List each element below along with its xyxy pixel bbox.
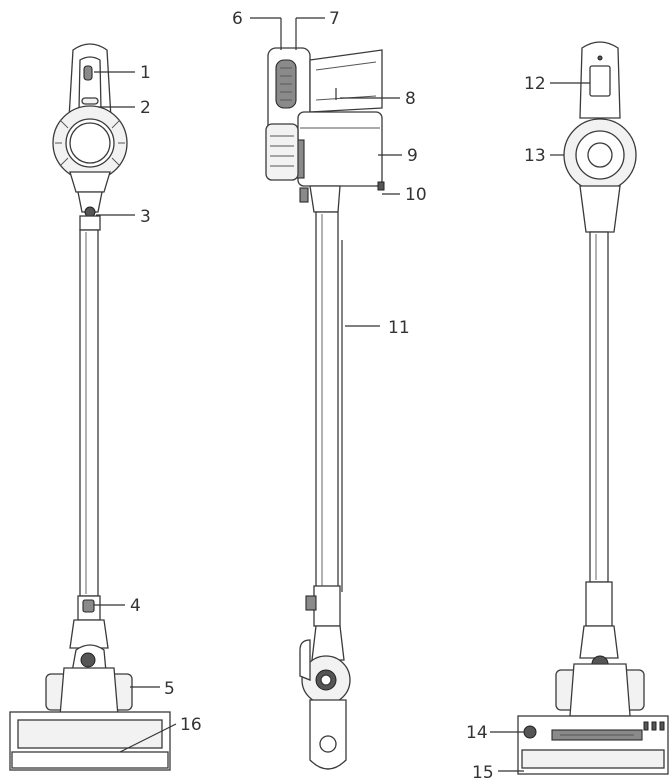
label-3: 3 xyxy=(140,207,151,227)
led-display xyxy=(589,65,611,97)
label-10: 10 xyxy=(405,185,427,205)
part-labels: 1 2 3 4 5 6 7 8 9 10 11 12 13 14 15 16 xyxy=(130,9,546,781)
label-12: 12 xyxy=(524,74,546,94)
label-15: 15 xyxy=(472,763,494,781)
label-4: 4 xyxy=(130,596,141,616)
label-11: 11 xyxy=(388,318,410,338)
label-8: 8 xyxy=(405,89,416,109)
label-6: 6 xyxy=(232,9,243,29)
side-view-vacuum xyxy=(265,47,385,770)
rear-view-vacuum xyxy=(517,41,669,775)
label-2: 2 xyxy=(140,98,151,118)
label-16: 16 xyxy=(180,715,202,735)
label-13: 13 xyxy=(524,146,546,166)
leader-lines xyxy=(94,17,590,772)
front-view-vacuum xyxy=(9,43,171,771)
label-7: 7 xyxy=(329,9,340,29)
label-5: 5 xyxy=(164,679,175,699)
label-14: 14 xyxy=(466,723,488,743)
power-switch xyxy=(83,65,93,81)
label-1: 1 xyxy=(140,63,151,83)
label-9: 9 xyxy=(407,146,418,166)
